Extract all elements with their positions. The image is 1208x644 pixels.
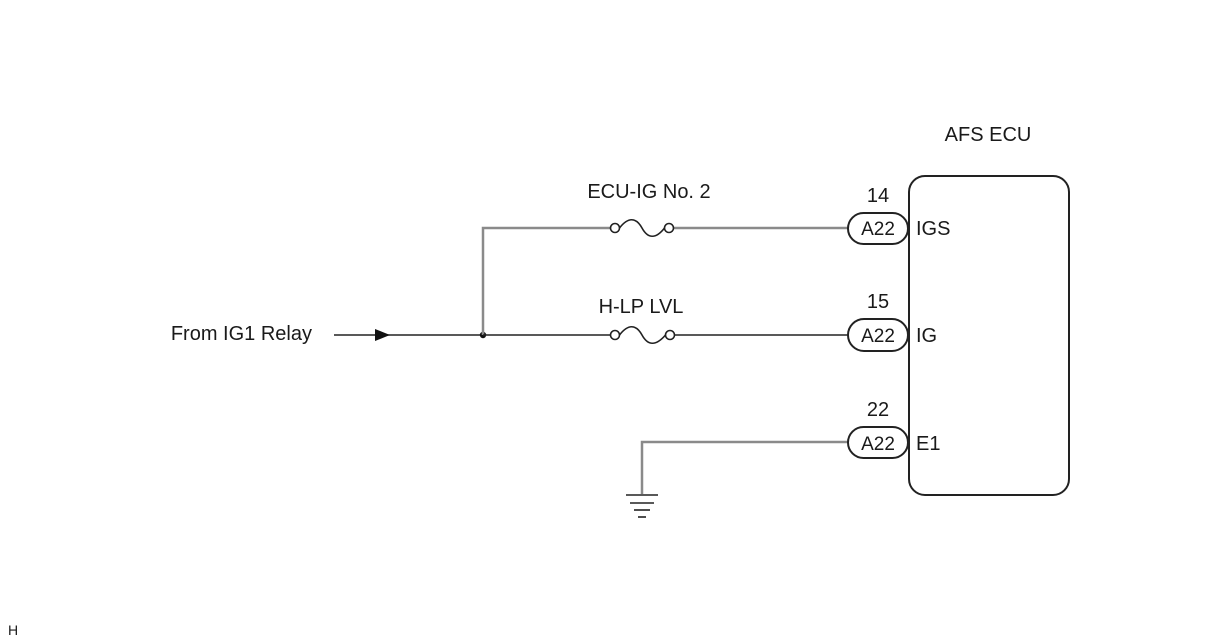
source-label: From IG1 Relay bbox=[171, 323, 312, 345]
afs-ecu-box bbox=[908, 175, 1070, 496]
connector-a22-pin15 bbox=[847, 318, 909, 352]
branch-wire-upper bbox=[481, 226, 611, 335]
connector-a22-pin14 bbox=[847, 212, 909, 245]
fuse-element bbox=[618, 325, 667, 345]
terminal-label-e1: E1 bbox=[916, 433, 940, 455]
terminal-label-igs: IGS bbox=[916, 218, 950, 240]
connector-label-pin14: A22 bbox=[861, 219, 895, 240]
ecu-label: AFS ECU bbox=[945, 124, 1032, 146]
fuse-label-h-lp-lvl: H-LP LVL bbox=[599, 296, 684, 318]
connector-label-pin15: A22 bbox=[861, 326, 895, 347]
fuse-terminal bbox=[609, 329, 621, 341]
ground-wire bbox=[640, 440, 848, 494]
terminal-label-ig: IG bbox=[916, 325, 937, 347]
fuse-element bbox=[618, 218, 666, 238]
fuse-terminal bbox=[663, 222, 675, 234]
ground-symbol bbox=[626, 494, 658, 518]
corner-mark: H bbox=[8, 622, 18, 638]
pin-number-14: 14 bbox=[867, 185, 889, 207]
fuse-ecu-ig-no2 bbox=[609, 218, 675, 238]
connector-label-pin22: A22 bbox=[861, 434, 895, 455]
connector-a22-pin22 bbox=[847, 426, 909, 459]
pin-number-22: 22 bbox=[867, 399, 889, 421]
pin-number-15: 15 bbox=[867, 291, 889, 313]
fuse-terminal bbox=[609, 222, 621, 234]
source-arrow bbox=[375, 329, 390, 341]
fuse-h-lp-lvl bbox=[609, 325, 676, 345]
fuse-label-ecu-ig-no2: ECU-IG No. 2 bbox=[587, 181, 710, 203]
fuse-terminal bbox=[664, 329, 676, 341]
